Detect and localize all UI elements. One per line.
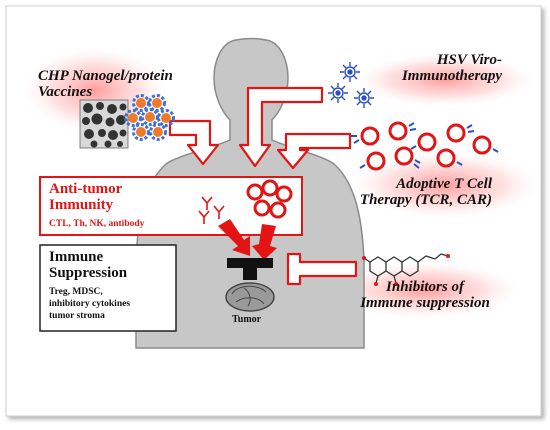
t-cell	[436, 148, 456, 168]
inhibitors-label: Inhibitors of Immune suppression	[350, 279, 500, 311]
vaccine-particle	[124, 109, 142, 127]
t-cell	[446, 123, 466, 143]
immune-cell	[269, 201, 287, 219]
antitumor-title: Anti-tumor Immunity	[49, 181, 122, 213]
inhibitor-molecule-icon	[362, 253, 450, 286]
immune-cell	[261, 179, 279, 197]
antibody	[198, 210, 210, 224]
t-cell	[394, 146, 414, 166]
vaccine-particle	[149, 123, 167, 141]
vaccine-particles	[124, 94, 175, 141]
inhibitors-glow	[325, 260, 525, 320]
suppression-detail-line3: tumor stroma	[49, 311, 105, 321]
adoptive-t-cells	[360, 121, 492, 171]
antitumor-title-line1: Anti-tumor	[49, 181, 123, 197]
suppression-title: Immune Suppression	[49, 249, 127, 281]
antitumor-title-line2: Immunity	[49, 197, 114, 213]
inhibitors-label-line1: Inhibitors of	[386, 279, 464, 295]
adoptive-arrow	[276, 132, 352, 170]
t-cell	[388, 121, 408, 141]
t-cell	[360, 126, 380, 146]
antitumor-detail: CTL, Th, NK, antibody	[49, 219, 145, 229]
t-cell	[366, 151, 386, 171]
vaccine-particle	[132, 123, 150, 141]
virus-particle	[328, 83, 348, 103]
tumor-icon	[225, 282, 275, 312]
hsv-label: HSV Viro- Immunotherapy	[392, 52, 502, 84]
adoptive-glow	[345, 150, 545, 220]
tumor-label: Tumor	[232, 314, 262, 325]
hsv-label-line1: HSV Viro-	[436, 52, 502, 68]
antibody	[213, 205, 225, 219]
hsv-arrow	[238, 86, 324, 168]
vaccine-particle	[157, 109, 175, 127]
suppression-box	[39, 244, 177, 332]
t-cell	[472, 135, 492, 155]
suppression-title-line2: Suppression	[49, 265, 128, 281]
inhibition-t-icon	[227, 258, 273, 280]
immune-cells	[246, 179, 293, 219]
chp-vaccine-label-line2: Vaccines	[38, 84, 93, 100]
chp-glow	[20, 45, 170, 135]
antibody	[201, 196, 213, 210]
vaccine-particle	[132, 94, 150, 112]
adoptive-label: Adoptive T Cell Therapy (TCR, CAR)	[352, 176, 492, 208]
antibody-icons	[198, 196, 225, 224]
vaccine-particle	[148, 94, 166, 112]
inhibitors-label-line2: Immune suppression	[360, 295, 490, 311]
solid-arrow-left	[218, 219, 250, 256]
solid-arrow-right	[252, 224, 277, 260]
vaccine-particle	[141, 108, 159, 126]
t-cell	[417, 132, 437, 152]
hsv-virus-particles	[328, 62, 374, 108]
chp-vaccine-label: CHP Nanogel/protein Vaccines	[38, 68, 173, 100]
suppression-detail: Treg, MDSC, inhibitory cytokines tumor s…	[49, 286, 130, 322]
vaccine-arrow	[168, 119, 220, 166]
suppression-detail-line2: inhibitory cytokines	[49, 299, 131, 309]
chp-vaccine-label-line1: CHP Nanogel/protein	[38, 68, 173, 84]
suppression-detail-line1: Treg, MDSC,	[49, 287, 103, 297]
nanogel-image	[79, 99, 129, 149]
suppression-title-line1: Immune	[49, 249, 104, 265]
t-cell-receptors	[351, 122, 499, 169]
hsv-glow	[350, 52, 540, 108]
inhibitor-line	[286, 252, 358, 286]
immune-cell	[253, 199, 271, 217]
virus-particle	[354, 88, 374, 108]
hsv-label-line2: Immunotherapy	[401, 68, 502, 84]
adoptive-label-line1: Adoptive T Cell	[396, 176, 492, 192]
virus-particle	[340, 62, 360, 82]
adoptive-label-line2: Therapy (TCR, CAR)	[359, 192, 492, 208]
immune-cell	[275, 185, 293, 203]
immune-cell	[246, 183, 264, 201]
